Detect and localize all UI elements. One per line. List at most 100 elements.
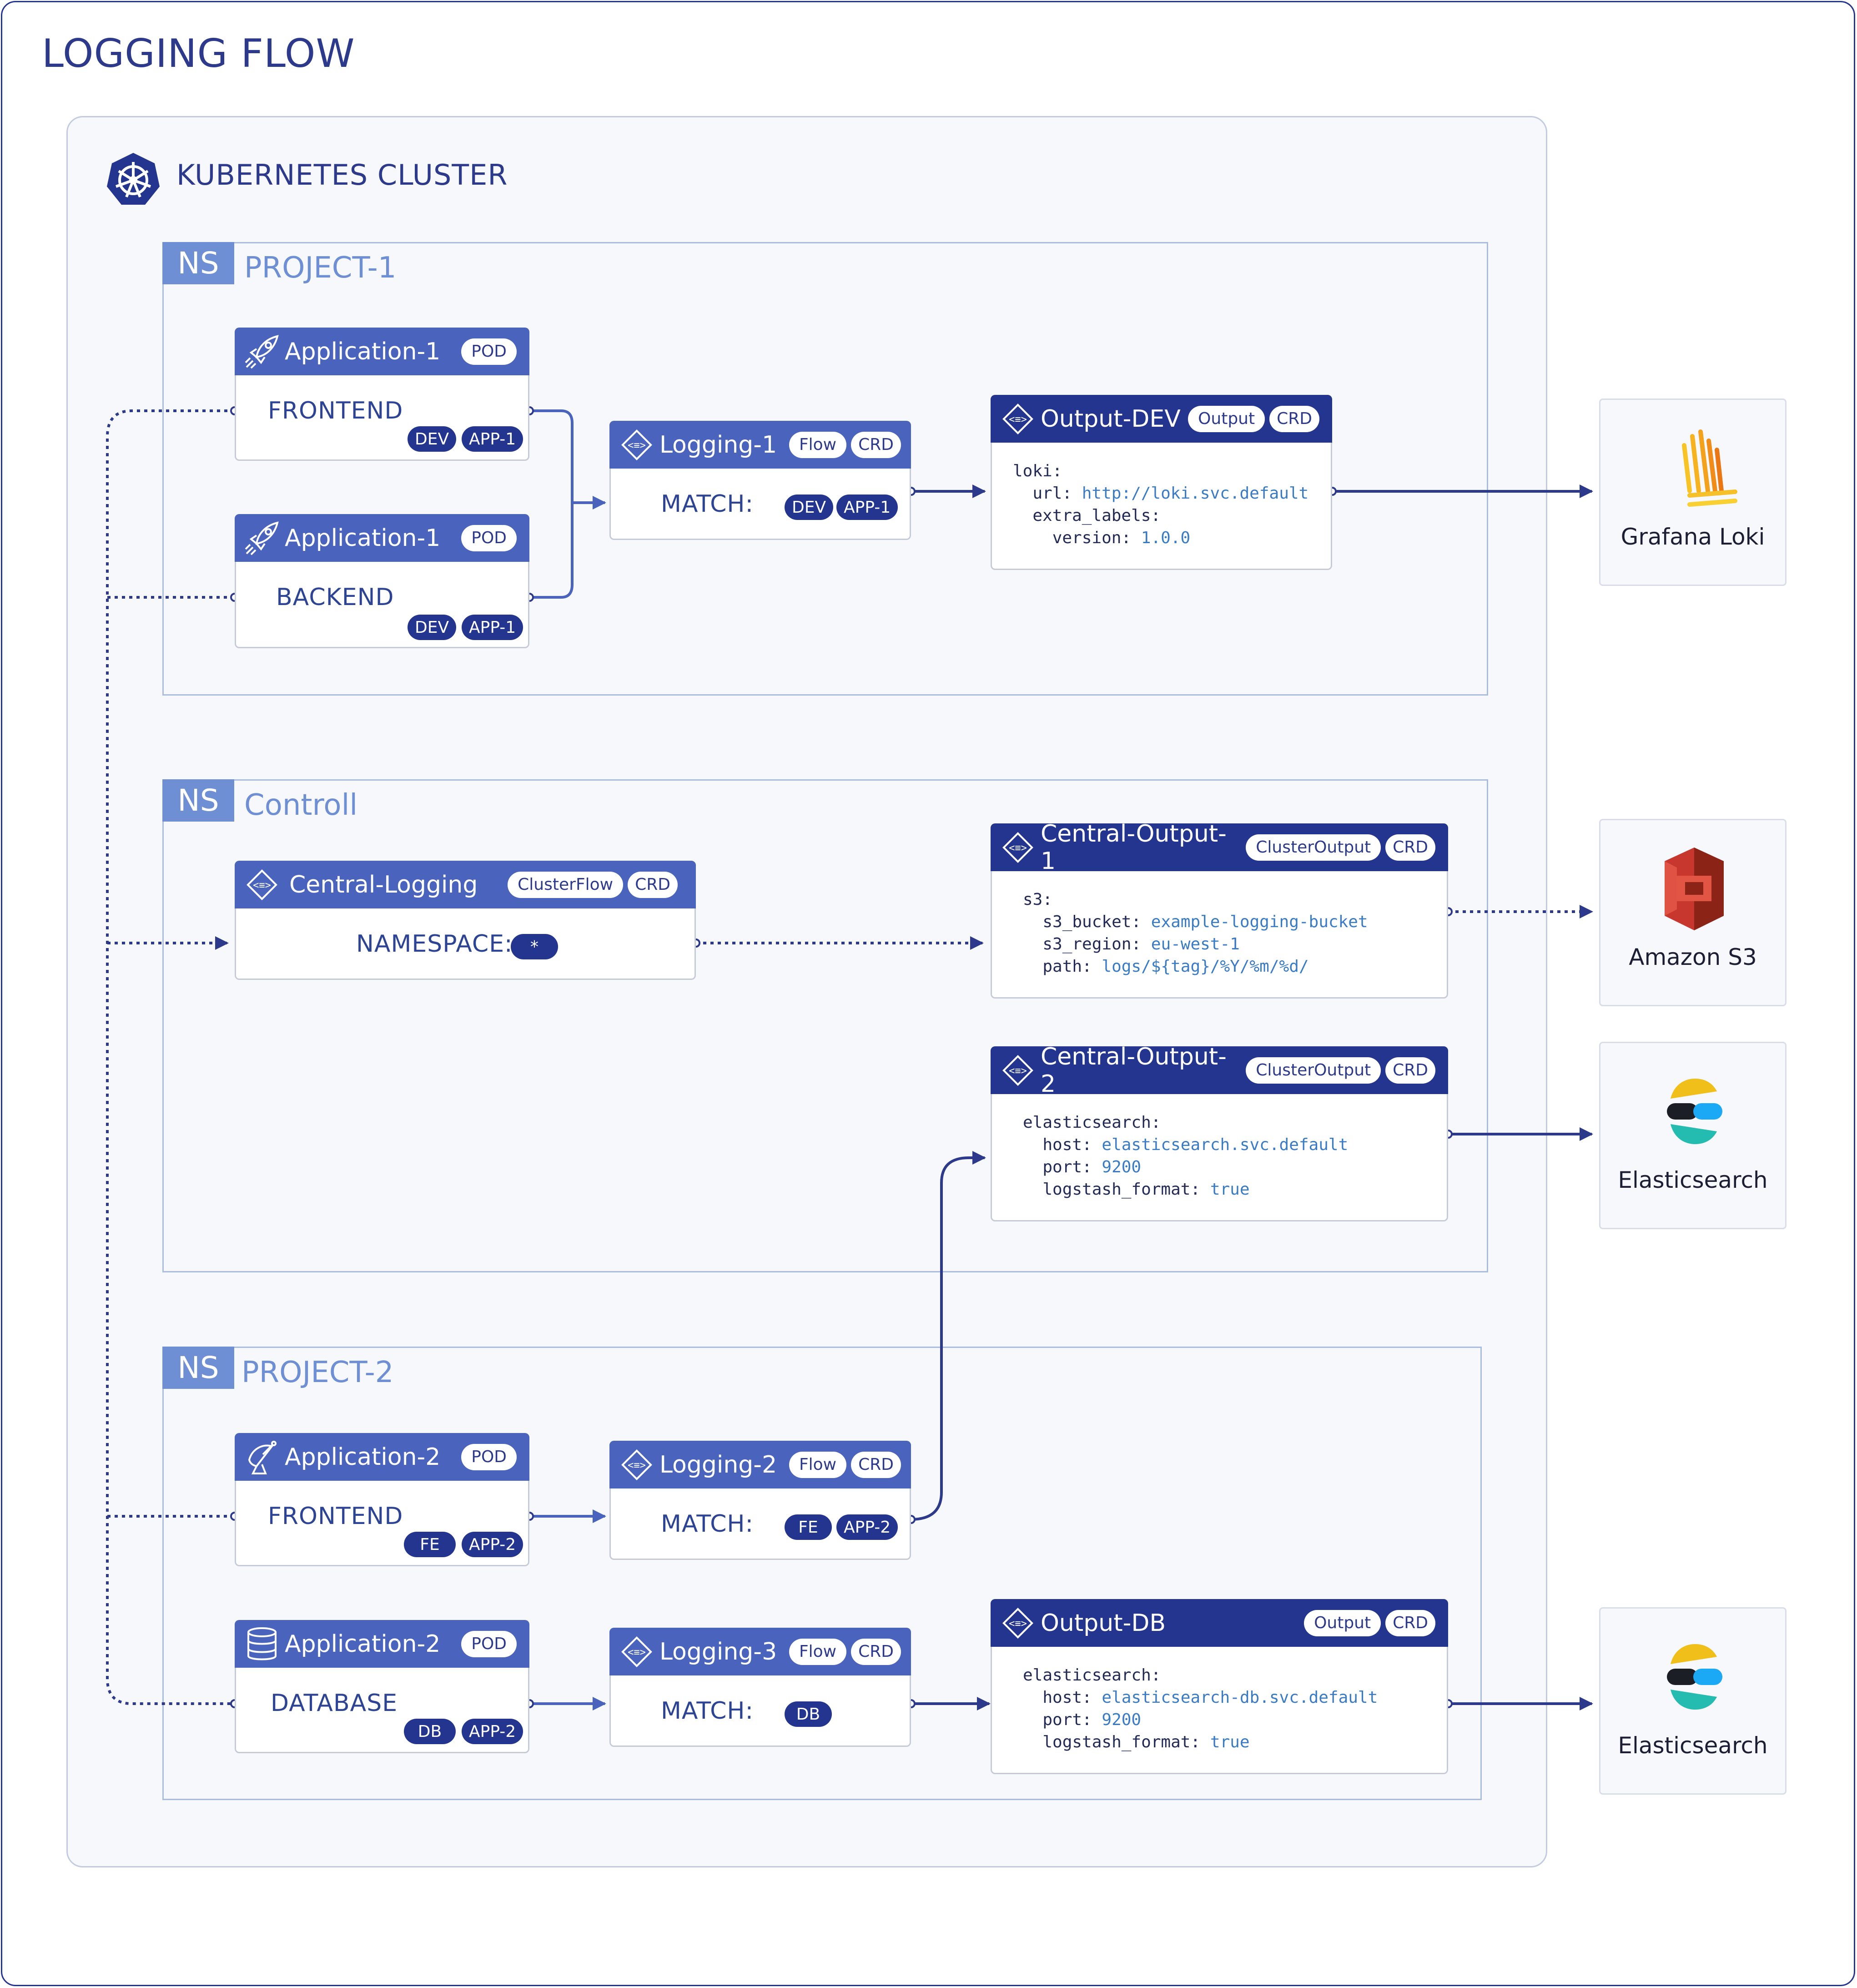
config-line: elasticsearch:: [1023, 1113, 1161, 1132]
config-line: extra_labels:: [1013, 506, 1161, 525]
badge-app: APP-2: [836, 1514, 898, 1540]
rocket-icon: [245, 521, 279, 555]
satellite-dish-icon: [248, 1440, 277, 1474]
elasticsearch-icon: [1667, 1079, 1722, 1144]
output-icon: <≡>: [1002, 403, 1033, 434]
flow-icon: <≡>: [621, 429, 652, 460]
namespace-name-project-1: PROJECT-1: [244, 251, 397, 285]
output-card-central-2[interactable]: <≡> Central-Output-2 ClusterOutput CRD e…: [991, 1043, 1448, 1221]
crd-pill: CRD: [851, 1451, 901, 1478]
match-label: MATCH:: [661, 1697, 754, 1725]
config-line: url: http://loki.svc.default: [1013, 484, 1309, 503]
destination-label: Elasticsearch: [1618, 1732, 1768, 1759]
output-title: Output-DEV: [1041, 405, 1181, 433]
app-label: DATABASE: [271, 1690, 398, 1717]
namespace-label: NAMESPACE:: [356, 930, 513, 958]
output-config: s3: s3_bucket: example-logging-bucket s3…: [1023, 888, 1368, 978]
flow-icon: <≡>: [247, 869, 277, 900]
match-label: MATCH:: [661, 1510, 754, 1538]
output-card-dev[interactable]: <≡> Output-DEV Output CRD loki: url: htt…: [991, 395, 1332, 570]
destination-label: Amazon S3: [1629, 944, 1757, 970]
destination-grafana-loki[interactable]: Grafana Loki: [1599, 399, 1787, 586]
app-card-backend-1[interactable]: Application-1 POD BACKEND DEV APP-1: [235, 514, 529, 648]
namespace-name-project-2: PROJECT-2: [242, 1356, 394, 1389]
crd-pill: CRD: [1269, 405, 1319, 432]
output-icon: <≡>: [1002, 1607, 1033, 1639]
app-card-frontend-2[interactable]: Application-2 POD FRONTEND FE APP-2: [235, 1433, 529, 1566]
grafana-loki-icon: [1682, 429, 1737, 507]
svg-text:<≡>: <≡>: [1009, 1065, 1027, 1077]
config-line: port: 9200: [1023, 1158, 1142, 1176]
cluster-title: KUBERNETES CLUSTER: [176, 158, 508, 192]
output-title: Central-Output-1: [1041, 820, 1227, 875]
badge-dev: DEV: [408, 615, 457, 640]
namespace-tag: NS: [162, 779, 234, 822]
crd-pill: CRD: [851, 431, 901, 458]
crd-pill: CRD: [628, 871, 678, 898]
svg-text:<≡>: <≡>: [1009, 843, 1027, 854]
kubernetes-icon: [107, 153, 160, 205]
app-label: BACKEND: [276, 584, 394, 611]
output-title: Central-Output-2: [1041, 1043, 1227, 1098]
flow-card-logging-3[interactable]: <≡> Logging-3 Flow CRD MATCH: DB: [609, 1628, 911, 1747]
app-title: Application-1: [285, 338, 441, 365]
crd-pill: CRD: [1385, 1610, 1435, 1636]
output-config: elasticsearch: host: elasticsearch.svc.d…: [1023, 1111, 1348, 1201]
app-title: Application-2: [285, 1443, 441, 1471]
output-card-central-1[interactable]: <≡> Central-Output-1 ClusterOutput CRD s…: [991, 820, 1448, 999]
badge-app: APP-2: [462, 1719, 523, 1744]
namespace-name-controll: Controll: [244, 788, 358, 822]
config-line: version: 1.0.0: [1013, 529, 1191, 547]
app-label: FRONTEND: [268, 397, 403, 424]
match-label: MATCH:: [661, 490, 754, 518]
destination-amazon-s3[interactable]: Amazon S3: [1599, 819, 1787, 1006]
svg-text:<≡>: <≡>: [1009, 1618, 1027, 1630]
crd-pill: CRD: [1385, 834, 1435, 861]
badge-db: DB: [404, 1719, 456, 1744]
badge-dev: DEV: [785, 494, 834, 520]
config-line: logstash_format: true: [1023, 1733, 1250, 1751]
output-kind-pill: Output: [1188, 405, 1265, 432]
config-line: host: elasticsearch-db.svc.default: [1023, 1688, 1378, 1707]
badge-db: DB: [785, 1701, 832, 1727]
config-line: s3:: [1023, 890, 1053, 909]
flow-title: Logging-3: [659, 1638, 777, 1665]
page-title: LOGGING FLOW: [42, 31, 355, 76]
app-title: Application-1: [285, 524, 441, 552]
pod-pill: POD: [461, 1630, 517, 1657]
output-icon: <≡>: [1002, 832, 1033, 863]
svg-text:<≡>: <≡>: [628, 1647, 646, 1658]
namespace-tag: NS: [162, 242, 234, 284]
flow-icon: <≡>: [621, 1636, 652, 1667]
rocket-icon: [245, 334, 279, 368]
badge-fe: FE: [785, 1514, 832, 1540]
config-line: elasticsearch:: [1023, 1666, 1161, 1685]
config-line: logstash_format: true: [1023, 1180, 1250, 1199]
elasticsearch-icon: [1667, 1644, 1722, 1710]
crd-pill: CRD: [851, 1638, 901, 1665]
destination-elasticsearch-1[interactable]: Elasticsearch: [1599, 1042, 1787, 1229]
config-line: s3_region: eu-west-1: [1023, 935, 1240, 954]
flow-kind-pill: Flow: [789, 1638, 847, 1665]
flow-title: Central-Logging: [289, 871, 478, 898]
app-card-frontend-1[interactable]: Application-1 POD FRONTEND DEV APP-1: [235, 328, 529, 461]
flow-kind-pill: ClusterFlow: [508, 871, 624, 898]
output-kind-pill: Output: [1304, 1610, 1381, 1636]
flow-card-logging-2[interactable]: <≡> Logging-2 Flow CRD MATCH: FE APP-2: [609, 1441, 911, 1560]
svg-text:<≡>: <≡>: [628, 440, 646, 451]
flow-card-logging-1[interactable]: <≡> Logging-1 Flow CRD MATCH: DEV APP-1: [609, 421, 911, 540]
namespace-tag: NS: [162, 1347, 234, 1389]
badge-app: APP-1: [836, 494, 898, 520]
output-card-db[interactable]: <≡> Output-DB Output CRD elasticsearch: …: [991, 1599, 1448, 1774]
flow-card-central-logging[interactable]: <≡> Central-Logging ClusterFlow CRD NAME…: [235, 861, 696, 980]
amazon-s3-icon: [1665, 848, 1724, 930]
app-card-database-2[interactable]: Application-2 POD DATABASE DB APP-2: [235, 1620, 529, 1753]
destination-label: Elasticsearch: [1618, 1167, 1768, 1193]
pod-pill: POD: [461, 525, 517, 551]
output-config: loki: url: http://loki.svc.default extra…: [1013, 460, 1308, 549]
crd-pill: CRD: [1385, 1057, 1435, 1084]
badge-app: APP-1: [462, 426, 523, 452]
destination-elasticsearch-2[interactable]: Elasticsearch: [1599, 1607, 1787, 1795]
flow-title: Logging-2: [659, 1451, 777, 1478]
